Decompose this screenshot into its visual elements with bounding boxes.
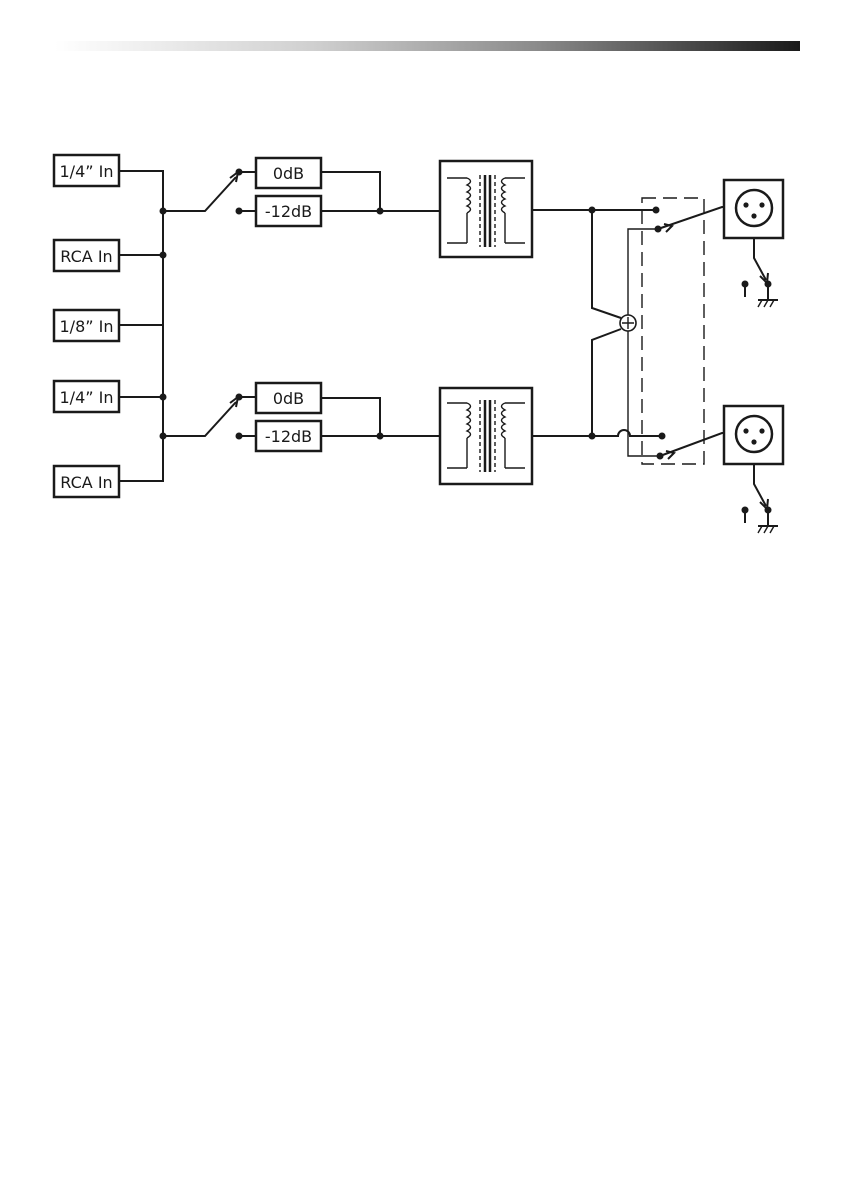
transformer-icon (440, 161, 532, 257)
input-label-5: RCA In (60, 473, 112, 492)
input-box-3: 1/8” In (54, 310, 119, 341)
xlr-connector-icon (724, 180, 783, 238)
transformer-icon (440, 388, 532, 484)
channel-a-0db-box: 0dB (256, 158, 321, 188)
ground-lift-switch-icon (742, 464, 779, 533)
input-label-1: 1/4” In (60, 162, 114, 181)
input-box-1: 1/4” In (54, 155, 119, 186)
channel-a-pad-switch (163, 169, 256, 215)
input-label-3: 1/8” In (60, 317, 114, 336)
input-box-2: RCA In (54, 240, 119, 271)
channel-b-12db-box: -12dB (256, 421, 321, 451)
channel-b-pad-switch (163, 394, 256, 440)
channel-a-0db-label: 0dB (273, 164, 304, 183)
input-box-4: 1/4” In (54, 381, 119, 412)
mono-sum-wiring (628, 229, 660, 456)
xlr-connector-icon (724, 406, 783, 464)
channel-a-12db-box: -12dB (256, 196, 321, 226)
input-label-2: RCA In (60, 247, 112, 266)
input-bus (119, 171, 167, 481)
channel-b-0db-box: 0dB (256, 383, 321, 413)
channel-a-pad-merge (321, 172, 440, 215)
ground-lift-switch-icon (742, 238, 779, 307)
channel-b-12db-label: -12dB (265, 427, 312, 446)
channel-b-pad-merge (321, 398, 440, 440)
input-label-4: 1/4” In (60, 388, 114, 407)
channel-a-12db-label: -12dB (265, 202, 312, 221)
channel-b-0db-label: 0dB (273, 389, 304, 408)
summing-junction-icon (620, 315, 636, 331)
input-box-5: RCA In (54, 466, 119, 497)
